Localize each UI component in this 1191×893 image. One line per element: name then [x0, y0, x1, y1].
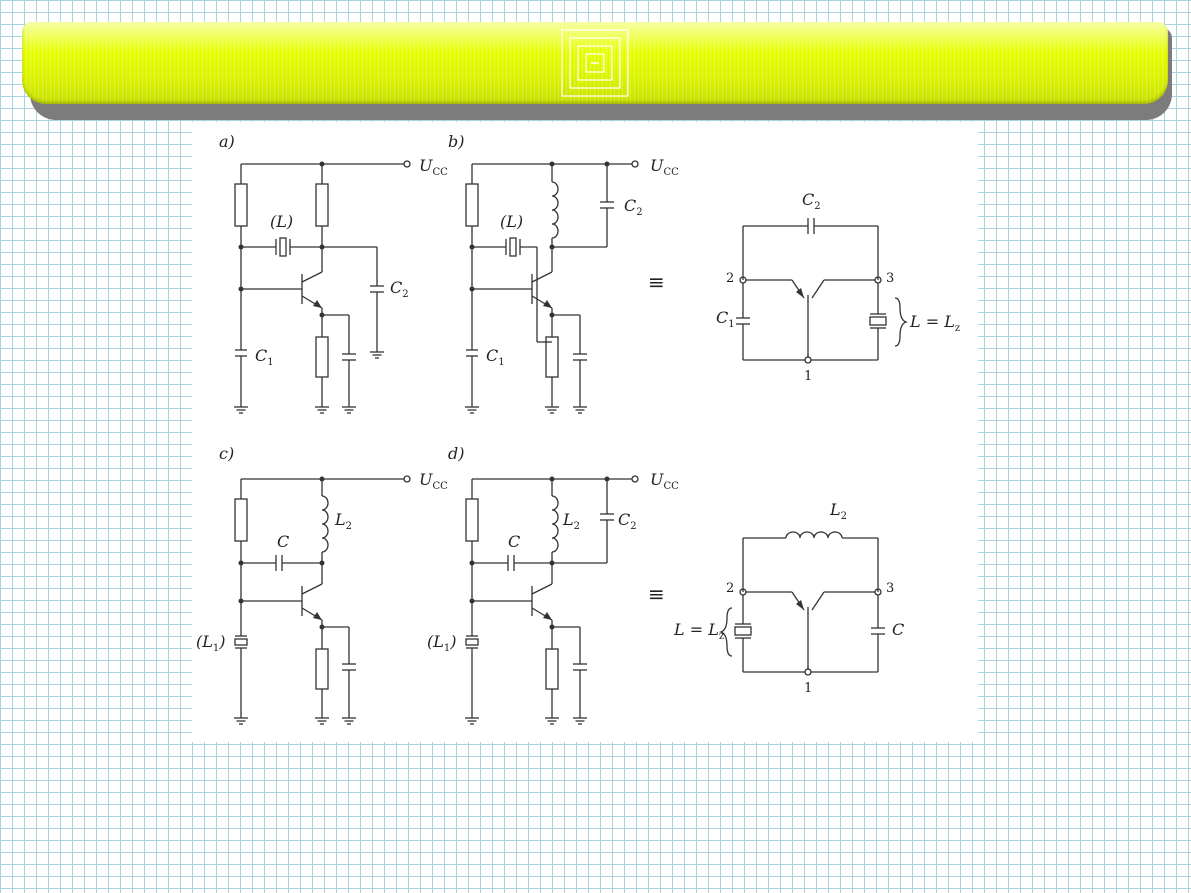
panel-d-supply-label: UCC: [650, 470, 679, 493]
equivalent-top-node-2: 2: [726, 271, 735, 286]
circuit-d: [464, 475, 639, 725]
title-banner: [22, 22, 1168, 104]
equivalent-top-crystal-label: L = Lz: [910, 312, 961, 335]
panel-a-c2-label: C2: [390, 278, 409, 301]
panel-c-crystal-label: (L1): [196, 632, 226, 655]
circuit-b: [464, 160, 639, 414]
banner-emblem-icon: [561, 29, 629, 97]
equivalent-bottom-node-1: 1: [804, 681, 813, 696]
equivalent-bottom-node-2: 2: [726, 581, 735, 596]
equivalent-top-node-1: 1: [804, 369, 813, 384]
panel-b-c2-label: C2: [624, 196, 643, 219]
panel-b-crystal-label: (L): [500, 212, 524, 231]
panel-a-supply-label: UCC: [419, 156, 448, 179]
equivalent-top: [736, 218, 909, 364]
panel-d-l2-label: L2: [563, 510, 580, 533]
equivalent-bottom: [718, 531, 885, 676]
equivalent-bottom-crystal-label: L = Lz: [674, 620, 725, 643]
circuit-c: [233, 475, 411, 725]
panel-b-c1-label: C1: [486, 346, 505, 369]
panel-a-crystal-label: (L): [270, 212, 294, 231]
circuit-drawing: [233, 160, 909, 725]
panel-b-supply-label: UCC: [650, 156, 679, 179]
panel-c-supply-label: UCC: [419, 470, 448, 493]
equivalence-sign-bottom: ≡: [648, 582, 665, 606]
panel-d-label: d): [448, 444, 465, 463]
panel-c-l2-label: L2: [335, 510, 352, 533]
equivalent-bottom-l2-label: L2: [830, 500, 847, 523]
circuit-a: [233, 160, 411, 414]
panel-a-c1-label: C1: [255, 346, 274, 369]
equivalence-sign-top: ≡: [648, 270, 665, 294]
panel-c-c-label: C: [277, 532, 290, 551]
emitter-arrows: [313, 288, 804, 620]
equivalent-top-c1-label: C1: [716, 308, 735, 331]
equivalent-bottom-node-3: 3: [886, 581, 895, 596]
equivalent-top-node-3: 3: [886, 271, 895, 286]
panel-b-label: b): [448, 132, 465, 151]
equivalent-bottom-c-label: C: [892, 620, 905, 639]
panel-d-c-label: C: [508, 532, 521, 551]
oscillator-diagram: a) UCC (L) C2 C1 b) UCC (L) C2 C1 ≡ C2 C…: [192, 122, 978, 742]
panel-d-c2-label: C2: [618, 510, 637, 533]
panel-d-crystal-label: (L1): [427, 632, 457, 655]
equivalent-top-c2-label: C2: [802, 190, 821, 213]
panel-c-label: c): [219, 444, 235, 463]
junction-dots: [238, 161, 610, 630]
panel-a-label: a): [219, 132, 235, 151]
